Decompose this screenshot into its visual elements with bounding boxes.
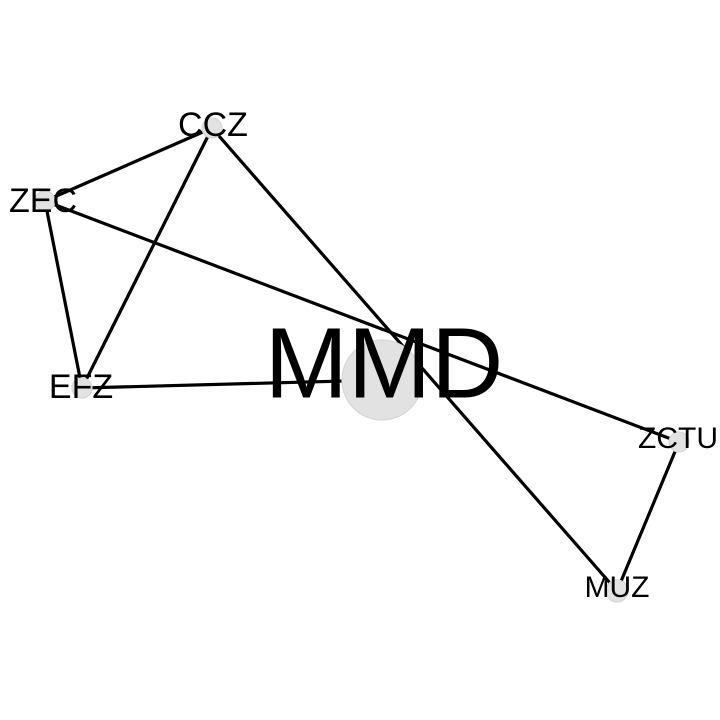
node-label-mmd: MMD — [265, 307, 504, 419]
node-label-efz: EFZ — [49, 368, 113, 406]
node-label-zec: ZEC — [9, 182, 77, 220]
node-efz[interactable] — [71, 377, 93, 399]
node-zctu[interactable] — [668, 431, 690, 453]
edge-ccz-zec — [44, 126, 213, 203]
node-zec[interactable] — [34, 190, 56, 212]
nodes-layer — [34, 117, 690, 603]
edge-zec-efz — [43, 200, 84, 389]
edge-zctu-muz — [615, 441, 681, 592]
edge-efz-mmd — [81, 378, 383, 390]
edge-zec-zctu — [44, 199, 680, 444]
node-mmd[interactable] — [341, 339, 423, 421]
node-label-zctu: ZCTU — [638, 422, 718, 455]
node-muz[interactable] — [605, 579, 629, 603]
node-label-ccz: CCZ — [178, 106, 248, 144]
labels-layer: MMD CCZ ZEC EFZ ZCTU MUZ — [9, 106, 718, 604]
node-ccz[interactable] — [201, 117, 223, 139]
node-label-muz: MUZ — [585, 571, 650, 604]
edge-ccz-efz — [80, 127, 214, 389]
